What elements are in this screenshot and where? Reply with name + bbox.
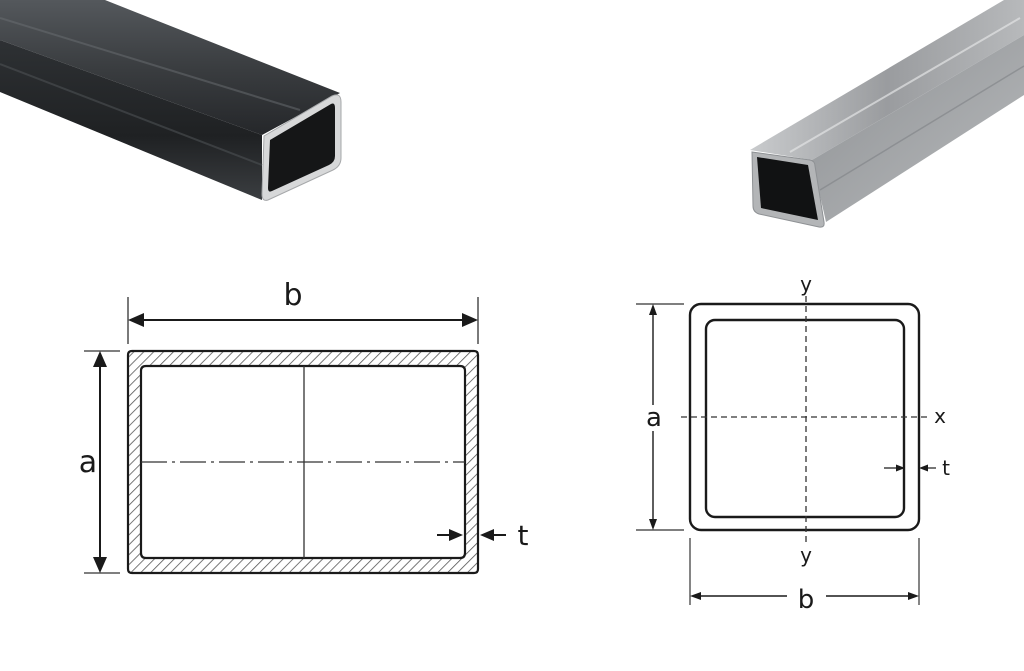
thickness-arrow-in-icon [896, 464, 905, 472]
y-axis-bottom-label: y [800, 543, 812, 567]
y-axis-top-label: y [800, 272, 812, 296]
arrow-right-icon [462, 313, 478, 327]
x-axis-label: x [934, 404, 946, 428]
arrow-right-icon [908, 592, 919, 600]
outer-wall [688, 302, 921, 532]
width-label: b [798, 585, 815, 615]
section-wall [126, 349, 480, 575]
thickness-arrow-out-icon [919, 464, 928, 472]
height-label: a [79, 445, 97, 480]
rectangular-section-diagram: b a t [79, 278, 529, 575]
width-label: b [283, 278, 302, 313]
arrow-up-icon [649, 304, 657, 315]
thickness-label: t [942, 456, 950, 480]
thickness-arrow-out-icon [480, 529, 494, 541]
square-galvanized-steel-tube-photo [750, 0, 1024, 228]
arrow-down-icon [93, 557, 107, 573]
arrow-left-icon [128, 313, 144, 327]
arrow-up-icon [93, 351, 107, 367]
thickness-arrow-in-icon [449, 529, 463, 541]
inner-wall [704, 318, 906, 519]
height-label: a [646, 403, 662, 433]
rectangular-black-steel-tube-photo [0, 0, 342, 201]
arrow-left-icon [690, 592, 701, 600]
thickness-label: t [518, 519, 529, 552]
arrow-down-icon [649, 519, 657, 530]
square-section-diagram: y y x a b t [636, 272, 950, 615]
